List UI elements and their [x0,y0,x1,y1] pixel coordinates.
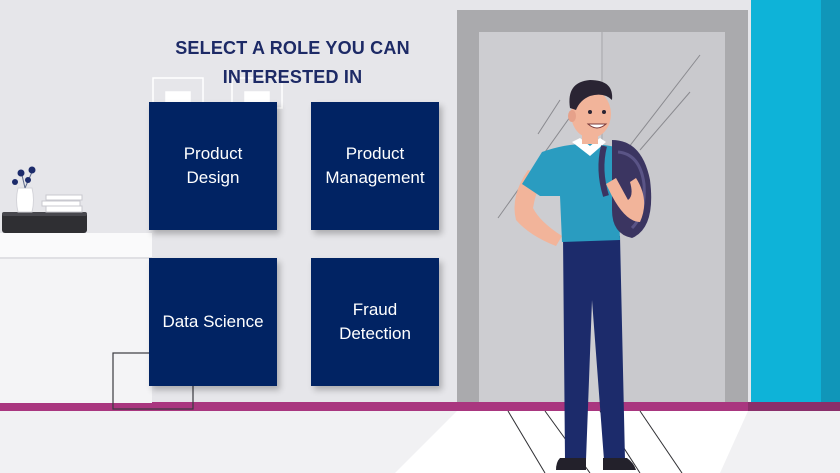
reception-counter [0,212,152,403]
role-card-label: Data Science [162,312,264,331]
title-line-1: SELECT A ROLE YOU CAN [175,38,410,58]
character-illustration [514,80,652,470]
title-line-2: INTERESTED IN [222,67,363,87]
role-card-product-management[interactable]: Product Management [311,102,439,230]
role-card-label: Fraud Detection [339,300,411,343]
role-card-data-science[interactable]: Data Science [149,258,277,386]
accent-stripe [0,402,760,411]
role-card-label: Product Design [183,144,243,187]
books-stack [41,194,83,213]
teal-wall [748,0,840,411]
role-card-label: Product Management [325,144,425,187]
role-card-fraud-detection[interactable]: Fraud Detection [311,258,439,386]
flower-vase [12,166,36,213]
page-title: SELECT A ROLE YOU CAN INTERESTED IN [165,34,420,92]
role-card-product-design[interactable]: Product Design [149,102,277,230]
